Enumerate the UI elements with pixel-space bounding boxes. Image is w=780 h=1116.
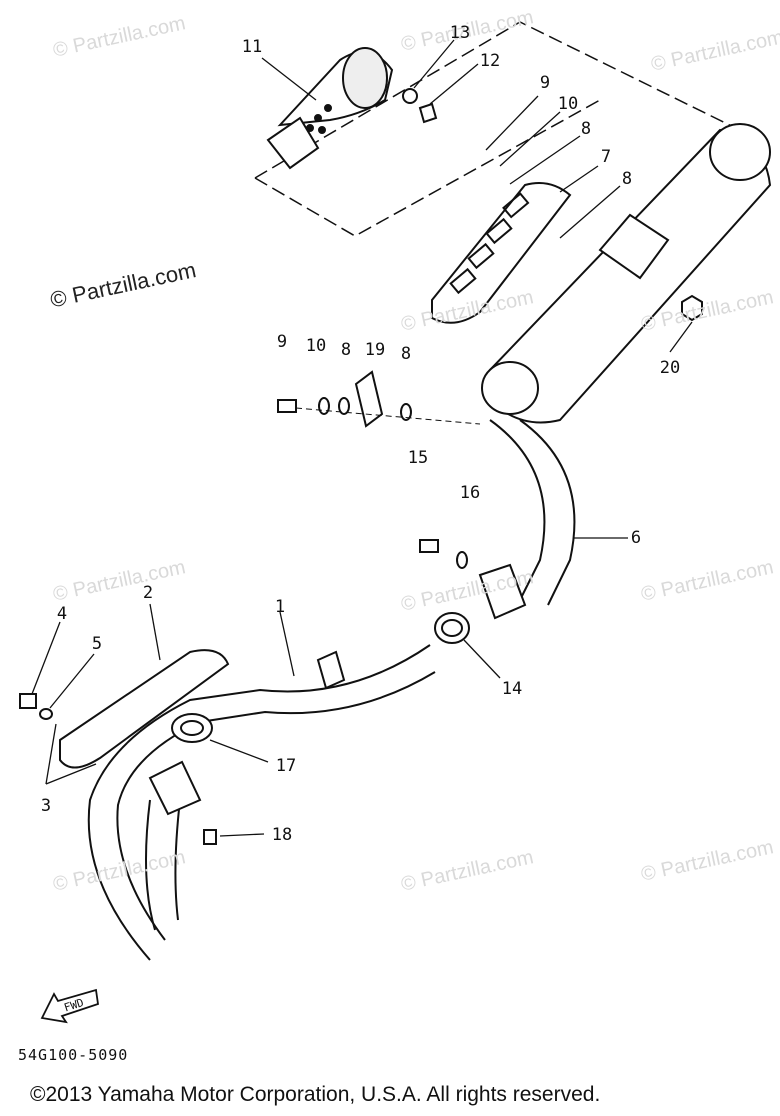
pipe-flange-part-6 [478,563,527,620]
header-pipe-part-1 [87,644,436,961]
callout-18: 18 [271,825,293,845]
callout-17: 17 [275,756,297,776]
callout-14: 14 [501,679,523,699]
muffler-part [481,123,772,424]
exhaust-port-flange [148,760,202,816]
pipe-bracket-part-1 [316,650,346,690]
part-13-nut [402,88,418,104]
callout-8: 8 [400,344,412,364]
callout-10: 10 [557,94,579,114]
part-8-grommet-b [400,403,412,421]
forward-arrow-icon: FWD [40,988,99,1024]
callout-2: 2 [142,583,154,603]
header-pipe-inner-bend [145,799,181,931]
callout-19: 19 [364,340,386,360]
drawing-code: 54G100-5090 [18,1046,129,1064]
callout-3: 3 [40,796,52,816]
part-10-washer [318,397,330,415]
part-16-washer [456,551,468,569]
part-14-gasket-inner [441,619,463,637]
callout-15: 15 [407,448,429,468]
exhaust-pipe-part-6 [489,419,576,606]
part-8-grommet [338,397,350,415]
callout-10: 10 [305,336,327,356]
part-4-bolt [19,693,37,709]
callout-8: 8 [580,119,592,139]
fwd-label: FWD [62,996,85,1015]
inset-dashed-box-bottom [254,99,601,237]
inset-dashed-box [254,21,761,179]
callout-16: 16 [459,483,481,503]
part-5-washer [39,708,53,720]
callout-5: 5 [91,634,103,654]
part-17-gasket-inner [180,720,204,736]
callout-8: 8 [340,340,352,360]
heat-shield-part [431,182,572,324]
part-18-bolt [203,829,217,845]
callout-13: 13 [449,23,471,43]
copyright-notice: ©2013 Yamaha Motor Corporation, U.S.A. A… [30,1083,601,1106]
part-19-bracket [354,370,384,428]
leader-lines [31,39,693,837]
callout-9: 9 [539,73,551,93]
part-15-bolt [419,539,439,553]
callout-20: 20 [659,358,681,378]
part-9-bolt [277,399,297,413]
part-12-bolt [418,102,438,124]
part-20-nut [681,294,703,322]
callout-12: 12 [479,51,501,71]
callout-4: 4 [56,604,68,624]
callout-9: 9 [276,332,288,352]
callout-6: 6 [630,528,642,548]
callout-11: 11 [241,37,263,57]
spark-arrestor-part [266,47,394,170]
heat-guard-part-2 [59,649,230,769]
callout-8: 8 [621,169,633,189]
callout-7: 7 [600,147,612,167]
assembly-line [295,407,481,425]
muffler-bracket [598,213,670,280]
callout-1: 1 [274,597,286,617]
